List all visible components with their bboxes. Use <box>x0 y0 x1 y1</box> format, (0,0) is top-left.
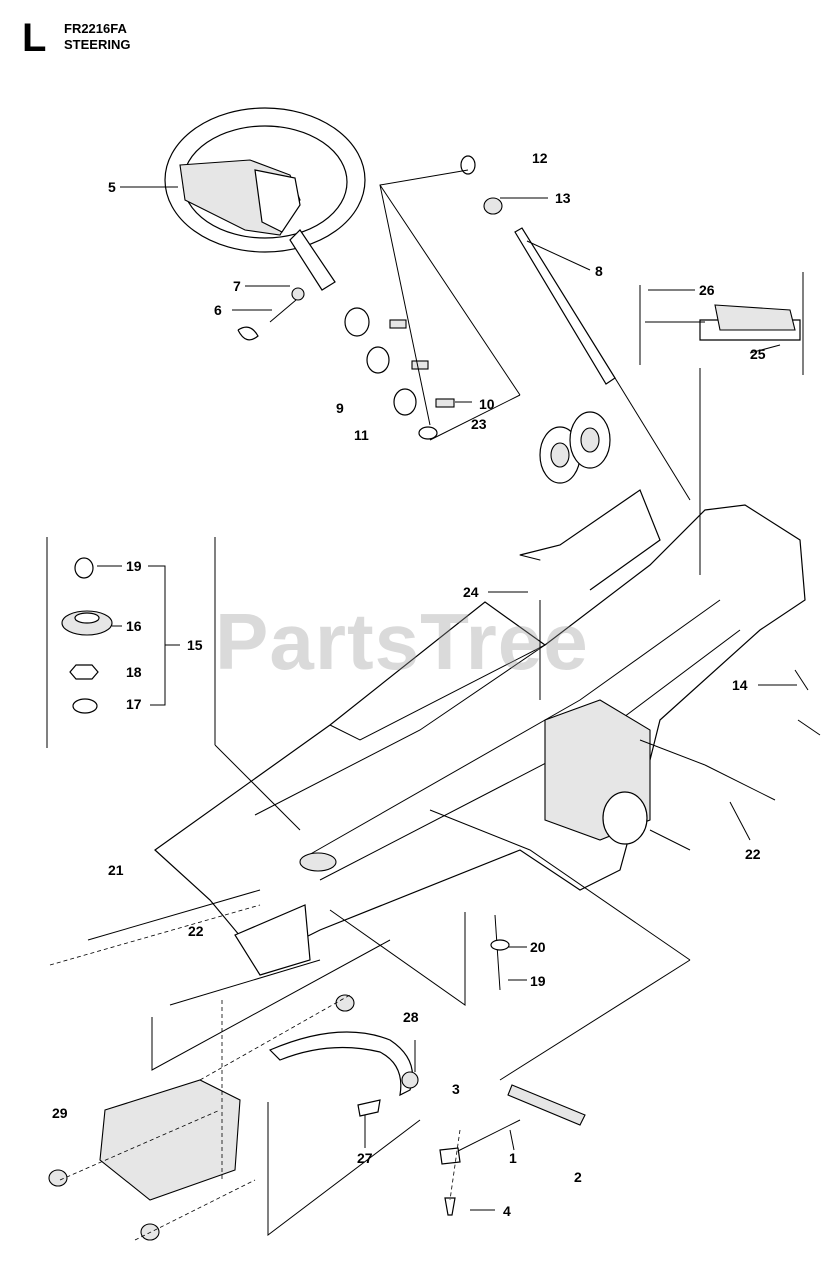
callout-2: 2 <box>574 1169 582 1185</box>
lower-bracket-drawing <box>48 994 419 1241</box>
callout-6: 6 <box>214 302 222 318</box>
callout-1: 1 <box>509 1150 517 1166</box>
callout-25: 24 <box>463 584 479 600</box>
gear-pair-drawing <box>539 411 611 484</box>
callout-29-b: 29 <box>52 1105 68 1121</box>
callout-17: 17 <box>126 696 142 712</box>
callout-5: 5 <box>108 179 116 195</box>
callout-3: 3 <box>452 1081 460 1097</box>
callout-18: 18 <box>126 664 142 680</box>
model-number: FR2216FA <box>64 21 127 36</box>
callout-labels: 5 7 6 12 13 8 9 10 11 23 26 25 19 16 15 … <box>52 150 766 1219</box>
leader-lines <box>49 169 797 1241</box>
steering-shaft-drawing <box>460 155 691 501</box>
callout-22-b: 22 <box>188 923 204 939</box>
callout-29-a: 28 <box>403 1009 419 1025</box>
callout-10: 10 <box>479 396 495 412</box>
callout-12: 12 <box>532 150 548 166</box>
callout-24: 22 <box>745 846 761 862</box>
callout-23: 23 <box>471 416 487 432</box>
callout-16: 16 <box>126 618 142 634</box>
steering-wheel-drawing <box>164 107 366 291</box>
inset-detail-drawing <box>639 272 804 375</box>
callout-27: 26 <box>699 282 715 298</box>
callout-26: 25 <box>750 346 766 362</box>
diagram-title: STEERING <box>64 37 131 52</box>
column-hardware-drawing <box>237 287 455 440</box>
callout-13: 13 <box>555 190 571 206</box>
callout-7: 7 <box>233 278 241 294</box>
callout-11: 11 <box>354 427 369 443</box>
callout-28: 27 <box>357 1150 373 1166</box>
bushing-kit-drawing <box>46 537 113 748</box>
callout-22-a: 21 <box>108 862 124 878</box>
lever-assembly-drawing <box>439 914 586 1216</box>
callout-15: 15 <box>187 637 203 653</box>
callout-14: 14 <box>732 677 748 693</box>
callout-4: 4 <box>503 1203 511 1219</box>
tie-rods-drawing <box>87 889 321 1006</box>
callout-20: 19 <box>530 973 546 989</box>
frame-drawing <box>154 489 821 976</box>
watermark-logo: PartsTree <box>215 597 589 686</box>
callout-9: 9 <box>336 400 344 416</box>
callout-8: 8 <box>595 263 603 279</box>
callout-21: 20 <box>530 939 546 955</box>
callout-19: 19 <box>126 558 142 574</box>
section-letter: L <box>22 16 47 60</box>
